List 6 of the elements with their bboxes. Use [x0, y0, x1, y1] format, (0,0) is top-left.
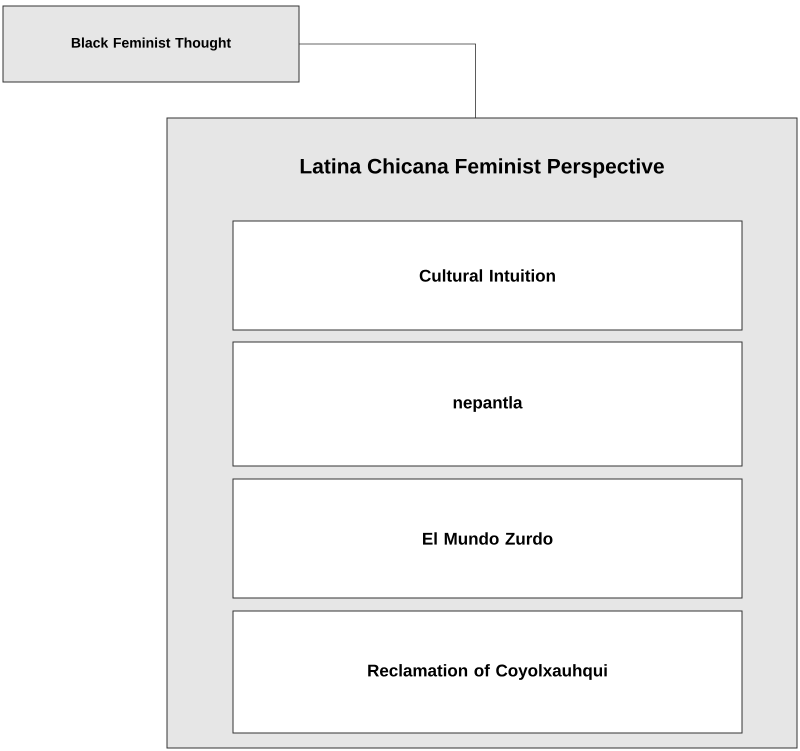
item-box: Reclamation of Coyolxauhqui [232, 610, 742, 734]
item-box: El Mundo Zurdo [232, 478, 742, 598]
concept-box: Black Feminist Thought [2, 6, 300, 82]
item-box: Cultural Intuition [232, 220, 742, 330]
item-box: nepantla [232, 342, 742, 466]
connector-line [299, 44, 476, 118]
